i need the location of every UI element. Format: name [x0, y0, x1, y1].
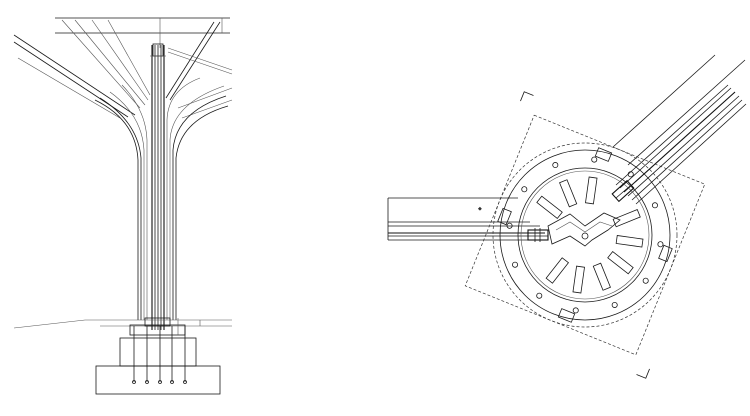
bolt-hole	[657, 241, 664, 248]
radial-fins	[536, 176, 644, 294]
anchor-nut	[158, 380, 162, 384]
bolt-hole	[536, 292, 543, 299]
corner-mark-tl	[520, 91, 534, 102]
edge-tab	[497, 207, 512, 226]
bolt-hole	[572, 307, 579, 314]
base-plate	[129, 317, 186, 336]
bolt-hole	[627, 171, 634, 178]
anchor-nut	[145, 380, 149, 384]
roof-beam	[55, 17, 230, 48]
branch-curves-right	[166, 77, 229, 320]
bolt-hole	[552, 162, 559, 169]
edge-tab	[658, 244, 673, 263]
ground-line	[13, 319, 232, 329]
fin	[615, 235, 644, 248]
diagonal-beam-plan	[612, 54, 747, 205]
fin	[607, 250, 634, 275]
left-diagonal-beams	[13, 19, 151, 119]
fin	[585, 176, 598, 205]
anchor-nut	[132, 380, 136, 384]
fin	[559, 179, 578, 208]
fin	[545, 257, 570, 284]
column-core	[547, 212, 621, 247]
fin	[612, 209, 641, 228]
bolt-hole	[506, 222, 513, 229]
horizontal-beam-plan: ◆	[387, 197, 548, 241]
base-plate-circles	[492, 142, 678, 328]
edge-tab	[594, 147, 613, 162]
anchor-nut	[170, 380, 174, 384]
column-elevation	[13, 17, 233, 395]
bolt-hole	[591, 156, 598, 163]
column-shaft	[150, 43, 166, 330]
right-diagonal-beams	[165, 21, 233, 119]
bolt-hole	[651, 202, 658, 209]
svg-text:◆: ◆	[478, 206, 482, 212]
plan-detail: ◆	[387, 54, 747, 379]
connection-plates	[527, 179, 635, 242]
anchor-bolts	[132, 326, 187, 384]
bolt-hole	[521, 186, 528, 193]
bolt-hole	[611, 301, 618, 308]
bolt-hole	[512, 261, 519, 268]
fin	[592, 262, 611, 291]
fin	[536, 195, 563, 220]
bolt-hole	[642, 277, 649, 284]
edge-tab	[557, 308, 576, 323]
anchor-nut	[183, 380, 187, 384]
rotated-plate-group	[464, 91, 706, 379]
branch-curves-left	[94, 84, 148, 320]
fin	[572, 265, 585, 294]
footing	[95, 337, 221, 395]
plate-bolts	[506, 156, 664, 314]
corner-mark-br	[636, 368, 650, 379]
